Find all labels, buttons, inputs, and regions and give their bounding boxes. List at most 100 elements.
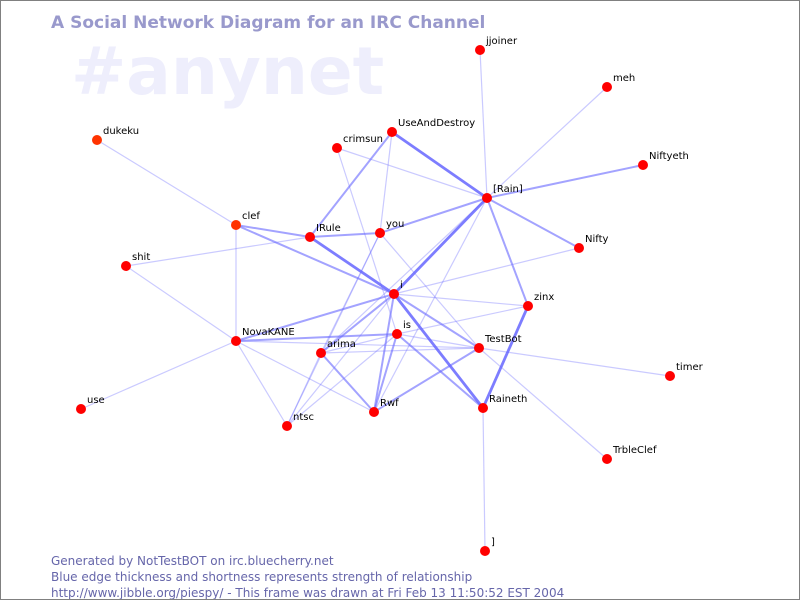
edge-crimsun-[Rain] bbox=[336, 147, 488, 199]
node-timer: timer bbox=[665, 362, 704, 381]
node-label: Niftyeth bbox=[649, 151, 689, 162]
node-label: is bbox=[403, 320, 411, 331]
node-dot bbox=[389, 289, 399, 299]
node-dot bbox=[76, 404, 86, 414]
node-dot bbox=[574, 243, 584, 253]
node-dot bbox=[475, 45, 485, 55]
edge-crimsun-is bbox=[336, 147, 398, 335]
node-NovaKANE: NovaKANE bbox=[231, 327, 295, 346]
node-label: you bbox=[386, 219, 404, 230]
node-arima: arima bbox=[316, 339, 356, 358]
node-dot bbox=[369, 407, 379, 417]
edge-Niftyeth-[Rain] bbox=[486, 164, 644, 199]
edge-is-Rwf bbox=[373, 333, 398, 413]
edge-i-ntsc bbox=[286, 293, 395, 427]
edge-you-[Rain] bbox=[379, 197, 488, 234]
node-dot bbox=[480, 546, 490, 556]
edge-[Rain]-zinx bbox=[486, 197, 529, 307]
edge-i-arima bbox=[320, 293, 395, 354]
edge-zinx-Raineth bbox=[481, 305, 530, 409]
node-label: ntsc bbox=[293, 412, 314, 423]
node-label: Nifty bbox=[585, 234, 609, 245]
footer-legend-note: Blue edge thickness and shortness repres… bbox=[51, 570, 473, 584]
edge-i-Rwf bbox=[373, 293, 395, 413]
node-dot bbox=[92, 135, 102, 145]
edge-dukeku-clef bbox=[96, 139, 237, 226]
edge-arima-TestBot bbox=[320, 347, 480, 354]
edge-NovaKANE-Rwf bbox=[235, 340, 375, 413]
node-label: IRule bbox=[316, 223, 341, 234]
node-[Rain]: [Rain] bbox=[482, 184, 523, 203]
node-dot bbox=[602, 454, 612, 464]
edge-i-Raineth bbox=[392, 293, 485, 409]
node-label: crimsun bbox=[343, 134, 383, 145]
node-label: NovaKANE bbox=[242, 327, 295, 338]
node-dot bbox=[602, 82, 612, 92]
node-zinx: zinx bbox=[523, 292, 554, 311]
edge-is-ntsc bbox=[286, 333, 398, 427]
node-label: Rwf bbox=[380, 398, 399, 409]
edge-NovaKANE-TestBot bbox=[235, 340, 480, 349]
node-label: TestBot bbox=[484, 334, 522, 345]
node-dot bbox=[316, 348, 326, 358]
edge-Nifty-i bbox=[393, 247, 580, 295]
node-label: timer bbox=[676, 362, 704, 373]
node-Raineth: Raineth bbox=[478, 394, 527, 413]
node-Niftyeth: Niftyeth bbox=[638, 151, 689, 170]
footer-url-timestamp: http://www.jibble.org/piespy/ - This fra… bbox=[51, 586, 565, 600]
node-IRule: IRule bbox=[305, 223, 341, 242]
edge-i-zinx bbox=[393, 293, 529, 307]
node-label: Raineth bbox=[489, 394, 527, 405]
node-is: is bbox=[392, 320, 411, 339]
node-Rwf: Rwf bbox=[369, 398, 399, 417]
node-label: use bbox=[87, 395, 105, 406]
node-label: UseAndDestroy bbox=[398, 118, 475, 129]
edge-TestBot-Rwf bbox=[373, 347, 480, 413]
channel-watermark: #anynet bbox=[71, 33, 385, 110]
edge-IRule-i bbox=[309, 235, 395, 296]
edge-meh-[Rain] bbox=[486, 86, 608, 199]
edge-is-TestBot bbox=[396, 333, 480, 349]
edge-NovaKANE-use bbox=[80, 340, 237, 410]
edge-[Rain]-Nifty bbox=[486, 197, 580, 249]
node-dot bbox=[231, 336, 241, 346]
edge-jjoiner-[Rain] bbox=[479, 49, 488, 199]
edge-you-ntsc bbox=[286, 232, 381, 427]
node-use: use bbox=[76, 395, 105, 414]
node-dot bbox=[387, 127, 397, 137]
edge-clef-IRule bbox=[235, 224, 311, 238]
node-clef: clef bbox=[231, 211, 260, 230]
edge-layer bbox=[80, 49, 671, 552]
node-i: i bbox=[389, 280, 403, 299]
node-label: i bbox=[400, 280, 403, 291]
edge-arima-Rwf bbox=[320, 352, 375, 413]
node-dot bbox=[523, 301, 533, 311]
node-label: ] bbox=[491, 537, 495, 548]
node-label: dukeku bbox=[103, 126, 139, 137]
node-dot bbox=[478, 403, 488, 413]
node-you: you bbox=[375, 219, 404, 238]
node-dot bbox=[474, 343, 484, 353]
edge-arima-ntsc bbox=[286, 352, 322, 427]
node-label: jjoiner bbox=[485, 36, 518, 47]
edge-i-NovaKANE bbox=[235, 293, 395, 342]
node-ntsc: ntsc bbox=[282, 412, 314, 431]
edge-i-TestBot bbox=[393, 293, 480, 349]
node-crimsun: crimsun bbox=[332, 134, 383, 153]
edge-UseAndDestroy-[Rain] bbox=[391, 130, 488, 200]
node-dot bbox=[665, 371, 675, 381]
node-label: arima bbox=[327, 339, 356, 350]
node-dot bbox=[121, 261, 131, 271]
node-dot bbox=[332, 143, 342, 153]
footer-generated-by: Generated by NotTestBOT on irc.bluecherr… bbox=[51, 554, 334, 568]
node-label: [Rain] bbox=[493, 184, 523, 195]
edge-NovaKANE-ntsc bbox=[235, 340, 288, 427]
node-dot bbox=[282, 421, 292, 431]
node-meh: meh bbox=[602, 73, 635, 92]
edge-[Rain]-arima bbox=[320, 197, 488, 354]
edge-you-TestBot bbox=[379, 232, 480, 349]
node-dot bbox=[392, 329, 402, 339]
node-label: zinx bbox=[534, 292, 554, 303]
node-label: TrbleClef bbox=[612, 445, 657, 456]
